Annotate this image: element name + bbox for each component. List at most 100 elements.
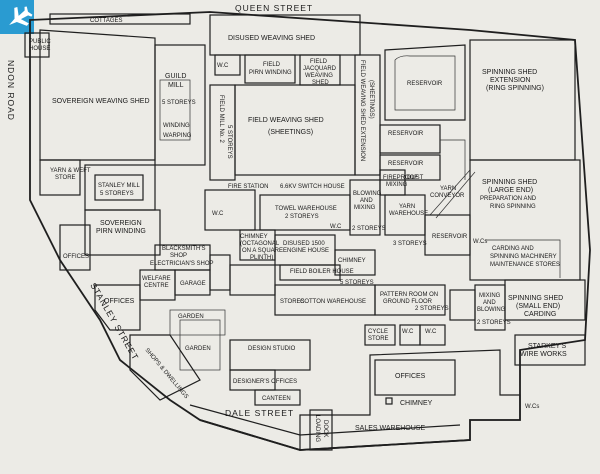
svg-text:2 STOREYS: 2 STOREYS (415, 306, 449, 312)
svg-text:YARN: YARN (399, 204, 415, 210)
label-sales-warehouse: SALES WAREHOUSE (355, 425, 425, 432)
svg-text:SHED: SHED (312, 80, 329, 86)
svg-text:AND: AND (483, 300, 496, 306)
svg-text:DUST: DUST (407, 175, 424, 181)
label-loading-dock: LOADING (314, 415, 320, 442)
svg-text:2 STOREYS: 2 STOREYS (352, 226, 386, 232)
svg-text:RESERVOIR: RESERVOIR (432, 234, 468, 240)
svg-text:WEAVING: WEAVING (305, 73, 333, 79)
svg-text:RESERVOIR: RESERVOIR (388, 131, 424, 137)
svg-text:PLINTH): PLINTH) (250, 255, 273, 261)
spinning-ext-outline (469, 39, 576, 161)
starkeys-wire-works-outline (514, 334, 586, 366)
svg-text:FIELD BOILER HOUSE: FIELD BOILER HOUSE (290, 269, 354, 275)
svg-text:FIELD MILL No. 2: FIELD MILL No. 2 (218, 95, 224, 143)
svg-text:(OCTAGONAL: (OCTAGONAL (240, 241, 280, 247)
svg-text:STORES: STORES (280, 299, 305, 305)
svg-text:WAREHOUSE: WAREHOUSE (389, 211, 428, 217)
label-spinning-small: SPINNING SHED (508, 295, 563, 302)
svg-text:CARDING AND: CARDING AND (492, 246, 534, 252)
street-label-dale: DALE STREET (225, 408, 294, 418)
label-canteen: CANTEEN (262, 396, 291, 402)
label-reservoir-top: RESERVOIR (407, 81, 443, 87)
svg-text:W.C: W.C (217, 63, 229, 69)
label-stanley-mill: STANLEY MILL (98, 183, 140, 189)
svg-text:(SMALL END): (SMALL END) (516, 303, 560, 310)
svg-text:2 STOREYS: 2 STOREYS (285, 214, 319, 220)
svg-text:ON A SQUARE: ON A SQUARE (242, 248, 283, 254)
spinning-small-outline (504, 279, 586, 321)
svg-text:5 STOREYS: 5 STOREYS (340, 280, 374, 286)
svg-text:CHIMNEY: CHIMNEY (338, 258, 366, 264)
label-designers-offices: DESIGNER'S OFFICES (233, 379, 297, 385)
label-cotton-warehouse: COTTON WAREHOUSE (300, 299, 366, 305)
sales-warehouse-outline (299, 349, 521, 451)
svg-text:W.C: W.C (402, 329, 414, 335)
label-garage: GARAGE (180, 281, 206, 287)
svg-text:MIXING: MIXING (386, 182, 408, 188)
svg-text:(RING SPINNING): (RING SPINNING) (486, 85, 544, 92)
svg-text:5 STOREYS: 5 STOREYS (100, 191, 134, 197)
field-mill-2-outline (209, 84, 236, 181)
svg-text:2 STOREYS: 2 STOREYS (477, 320, 511, 326)
svg-text:W.C: W.C (330, 224, 342, 230)
svg-text:JACQUARD: JACQUARD (303, 66, 337, 72)
label-disused-weaving: DISUSED WEAVING SHED (228, 35, 315, 42)
label-disused-engine: DISUSED 1500 (283, 241, 325, 247)
blowing-mixing-outline (349, 179, 381, 236)
svg-text:MIXING: MIXING (354, 205, 376, 211)
svg-text:YARN: YARN (440, 186, 456, 192)
svg-text:CENTRE: CENTRE (144, 283, 169, 289)
svg-text:WIRE WORKS: WIRE WORKS (520, 351, 567, 358)
canteen-outline (254, 389, 301, 406)
svg-text:3 STOREYS: 3 STOREYS (393, 241, 427, 247)
svg-text:WARPING: WARPING (163, 133, 192, 139)
svg-text:CARDING: CARDING (524, 311, 556, 318)
label-spinning-ext: SPINNING SHED (482, 69, 537, 76)
svg-text:MIXING: MIXING (479, 293, 501, 299)
svg-text:(LARGE END): (LARGE END) (488, 187, 533, 194)
svg-text:CYCLE: CYCLE (368, 329, 388, 335)
svg-text:STORE: STORE (55, 175, 76, 181)
street-label-queen: QUEEN STREET (235, 3, 313, 13)
street-label-london: NDON ROAD (6, 60, 16, 121)
svg-text:ELECTRICIAN'S SHOP: ELECTRICIAN'S SHOP (150, 261, 214, 267)
loading-dock-outline (309, 409, 333, 451)
svg-text:GROUND FLOOR: GROUND FLOOR (383, 299, 433, 305)
svg-text:RING SPINNING: RING SPINNING (490, 204, 536, 210)
sovereign-pirn-outline (84, 209, 161, 256)
reservoir-top-outline (384, 44, 466, 121)
pattern-room-outline (374, 284, 446, 316)
svg-text:(SHEETINGS): (SHEETINGS) (268, 129, 313, 136)
label-starkeys: STARKEY'S (528, 343, 566, 350)
label-cottages: COTTAGES (90, 18, 123, 24)
svg-text:W.C: W.C (425, 329, 437, 335)
reservoir-mid-outline (379, 124, 441, 154)
offices-left-outline (94, 284, 141, 331)
label-offices-left: OFFICES (104, 298, 135, 305)
svg-text:PIRN WINDING: PIRN WINDING (249, 70, 292, 76)
svg-text:AND: AND (360, 198, 373, 204)
field-weaving-ext-outline (354, 54, 381, 176)
svg-text:W.Cs: W.Cs (525, 404, 539, 410)
svg-text:W.C: W.C (212, 211, 224, 217)
svg-text:PIRN WINDING: PIRN WINDING (96, 228, 146, 235)
svg-text:BLOWING: BLOWING (477, 307, 506, 313)
svg-text:FIELD: FIELD (263, 62, 281, 68)
chimney-bottom-marker (385, 397, 393, 405)
field-pirn-winding-outline (244, 54, 296, 84)
svg-text:BLOWING: BLOWING (353, 191, 382, 197)
svg-text:PATTERN ROOM ON: PATTERN ROOM ON (380, 292, 438, 298)
svg-text:MILL: MILL (168, 82, 184, 89)
designers-offices-outline (229, 369, 276, 391)
label-garden-2: GARDEN (185, 346, 211, 352)
label-fire-station: FIRE STATION (228, 184, 268, 190)
label-garden-1: GARDEN (178, 314, 204, 320)
label-shops-dwellings: SHOPS & DWELLINGS (143, 347, 189, 400)
svg-text:EXTENSION: EXTENSION (490, 77, 530, 84)
svg-text:5 STOREYS: 5 STOREYS (162, 100, 196, 106)
svg-text:MAINTENANCE STORES: MAINTENANCE STORES (490, 262, 560, 268)
svg-text:FIREPROOF: FIREPROOF (383, 175, 418, 181)
